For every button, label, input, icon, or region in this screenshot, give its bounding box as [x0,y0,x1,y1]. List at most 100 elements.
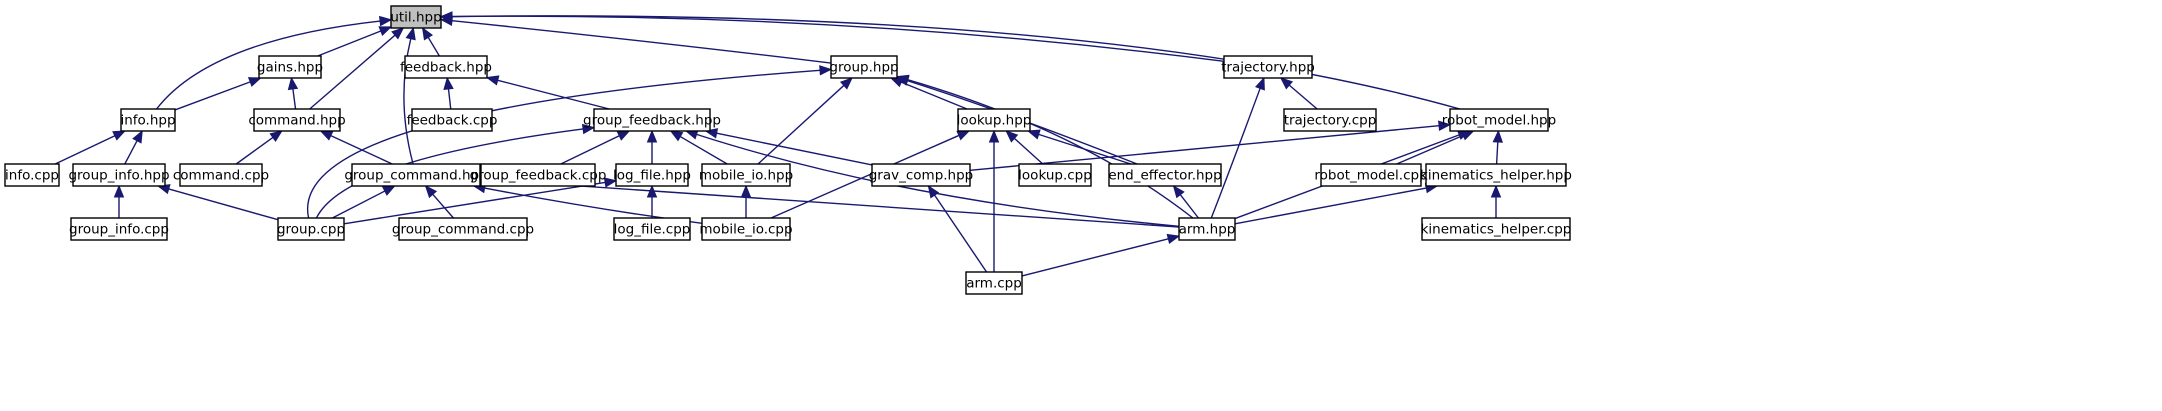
edge-feedback-cpp-to-feedback-hpp [443,76,454,110]
node-gains-hpp[interactable]: gains.hpp [257,55,323,79]
edge-line [969,125,1440,172]
node-trajectory-cpp[interactable]: trajectory.cpp [1283,108,1377,132]
arrowhead [405,26,416,41]
node-label: group_command.cpp [392,222,534,238]
node-kinematics-helper-hpp[interactable]: kinematics_helper.hpp [1420,163,1572,187]
arrowhead [646,129,658,143]
node-label: feedback.cpp [407,113,498,129]
edge-line [343,181,606,225]
arrowhead [646,184,658,198]
node-box [613,217,691,241]
nodes-layer: util.hpp gains.hpp feedback.hpp group.hpp tr… [4,5,1572,295]
edge-line [427,37,441,57]
edge-mobile-io-hpp-to-group-hpp [757,77,853,165]
node-group-cpp[interactable]: group.cpp [277,217,345,241]
edge-log-file-cpp-to-log-file-hpp [646,184,658,218]
node-box [4,163,60,187]
node-feedback-cpp[interactable]: feedback.cpp [407,108,498,132]
node-feedback-hpp[interactable]: feedback.hpp [400,55,492,79]
node-label: end_effector.hpp [1108,168,1221,184]
edge-arm-cpp-to-arm-hpp [1021,233,1181,277]
node-box [830,55,898,79]
node-end-effector-hpp[interactable]: end_effector.hpp [1108,163,1222,187]
node-info-hpp[interactable]: info.hpp [120,108,176,132]
node-grav-comp-hpp[interactable]: grav_comp.hpp [869,163,974,187]
node-label: lookup.hpp [957,113,1032,129]
node-group-info-hpp[interactable]: group_info.hpp [68,163,170,187]
edge-line [330,134,393,165]
edge-line [716,132,873,166]
arrowhead [1490,184,1502,198]
node-command-cpp[interactable]: command.cpp [173,163,269,187]
edge-group-command-hpp-to-util-hpp [403,26,416,165]
node-box [871,163,971,187]
arrowhead [269,130,283,142]
node-box [277,217,345,241]
node-group-hpp[interactable]: group.hpp [829,55,899,79]
node-group-feedback-cpp[interactable]: group_feedback.cpp [470,163,607,187]
node-info-cpp[interactable]: info.cpp [4,163,60,187]
edge-line [490,179,1180,228]
arrowhead [839,77,853,90]
node-log-file-cpp[interactable]: log_file.cpp [613,217,691,241]
edge-arm-cpp-to-grav-comp-hpp [927,184,988,273]
arrowhead [443,76,454,91]
node-lookup-cpp[interactable]: lookup.cpp [1018,163,1092,187]
edge-arm-hpp-to-kinematics-helper-hpp [1234,182,1439,225]
node-trajectory-hpp[interactable]: trajectory.hpp [1221,55,1315,79]
edge-line [679,135,728,165]
edge-command-cpp-to-command-hpp [235,130,283,165]
node-box [1449,108,1549,132]
edge-line [1396,134,1464,165]
node-command-hpp[interactable]: command.hpp [248,108,346,132]
node-label: info.hpp [120,113,175,129]
node-box [1178,217,1236,241]
node-box [390,5,442,29]
node-group-info-cpp[interactable]: group_info.cpp [69,217,169,241]
node-arm-hpp[interactable]: arm.hpp [1178,217,1236,241]
node-util-hpp[interactable]: util.hpp [390,5,442,29]
node-box [72,163,166,187]
edge-group-cpp-to-group-command-hpp [332,185,396,219]
node-mobile-io-cpp[interactable]: mobile_io.cpp [699,217,793,241]
arrowhead [1492,129,1504,143]
arrowhead [819,65,833,76]
edge-line [124,140,138,165]
edge-arm-hpp-to-group-hpp [895,74,1194,219]
node-log-file-hpp[interactable]: log_file.hpp [613,163,691,187]
arrowhead [113,184,125,198]
node-label: info.cpp [5,168,59,184]
node-label: gains.hpp [257,60,323,76]
edge-line [497,79,610,110]
edge-line [292,88,297,110]
edge-group-cpp-to-group-hpp [306,65,833,219]
node-box [615,163,689,187]
node-lookup-hpp[interactable]: lookup.hpp [957,108,1032,132]
node-kinematics-helper-cpp[interactable]: kinematics_helper.cpp [1421,217,1572,241]
node-arm-cpp[interactable]: arm.cpp [965,271,1023,295]
arrowhead [1438,120,1452,131]
arrowhead [616,130,631,141]
edge-arm-cpp-to-lookup-hpp [988,129,1000,272]
node-box [351,163,481,187]
edge-line [770,134,960,219]
node-group-command-cpp[interactable]: group_command.cpp [392,217,534,241]
edges-layer [54,11,1504,277]
node-group-feedback-hpp[interactable]: group_feedback.hpp [583,108,721,132]
edge-line [934,194,988,273]
node-group-command-hpp[interactable]: group_command.hpp [344,163,488,187]
node-box [404,55,488,79]
node-label: trajectory.hpp [1221,60,1315,76]
edge-info-hpp-to-util-hpp [155,15,393,110]
edge-group-feedback-cpp-to-group-feedback-hpp [560,130,631,165]
edge-arm-hpp-to-end-effector-hpp [1172,184,1199,219]
edge-line [1288,84,1318,110]
node-robot-model-cpp[interactable]: robot_model.cpp [1314,163,1428,187]
node-mobile-io-hpp[interactable]: mobile_io.hpp [699,163,793,187]
node-robot-model-hpp[interactable]: robot_model.hpp [1442,108,1556,132]
arrowhead [1255,76,1265,91]
arrowhead [988,129,1000,143]
edge-mobile-io-cpp-to-mobile-io-hpp [740,184,752,218]
arrowhead [112,130,126,141]
